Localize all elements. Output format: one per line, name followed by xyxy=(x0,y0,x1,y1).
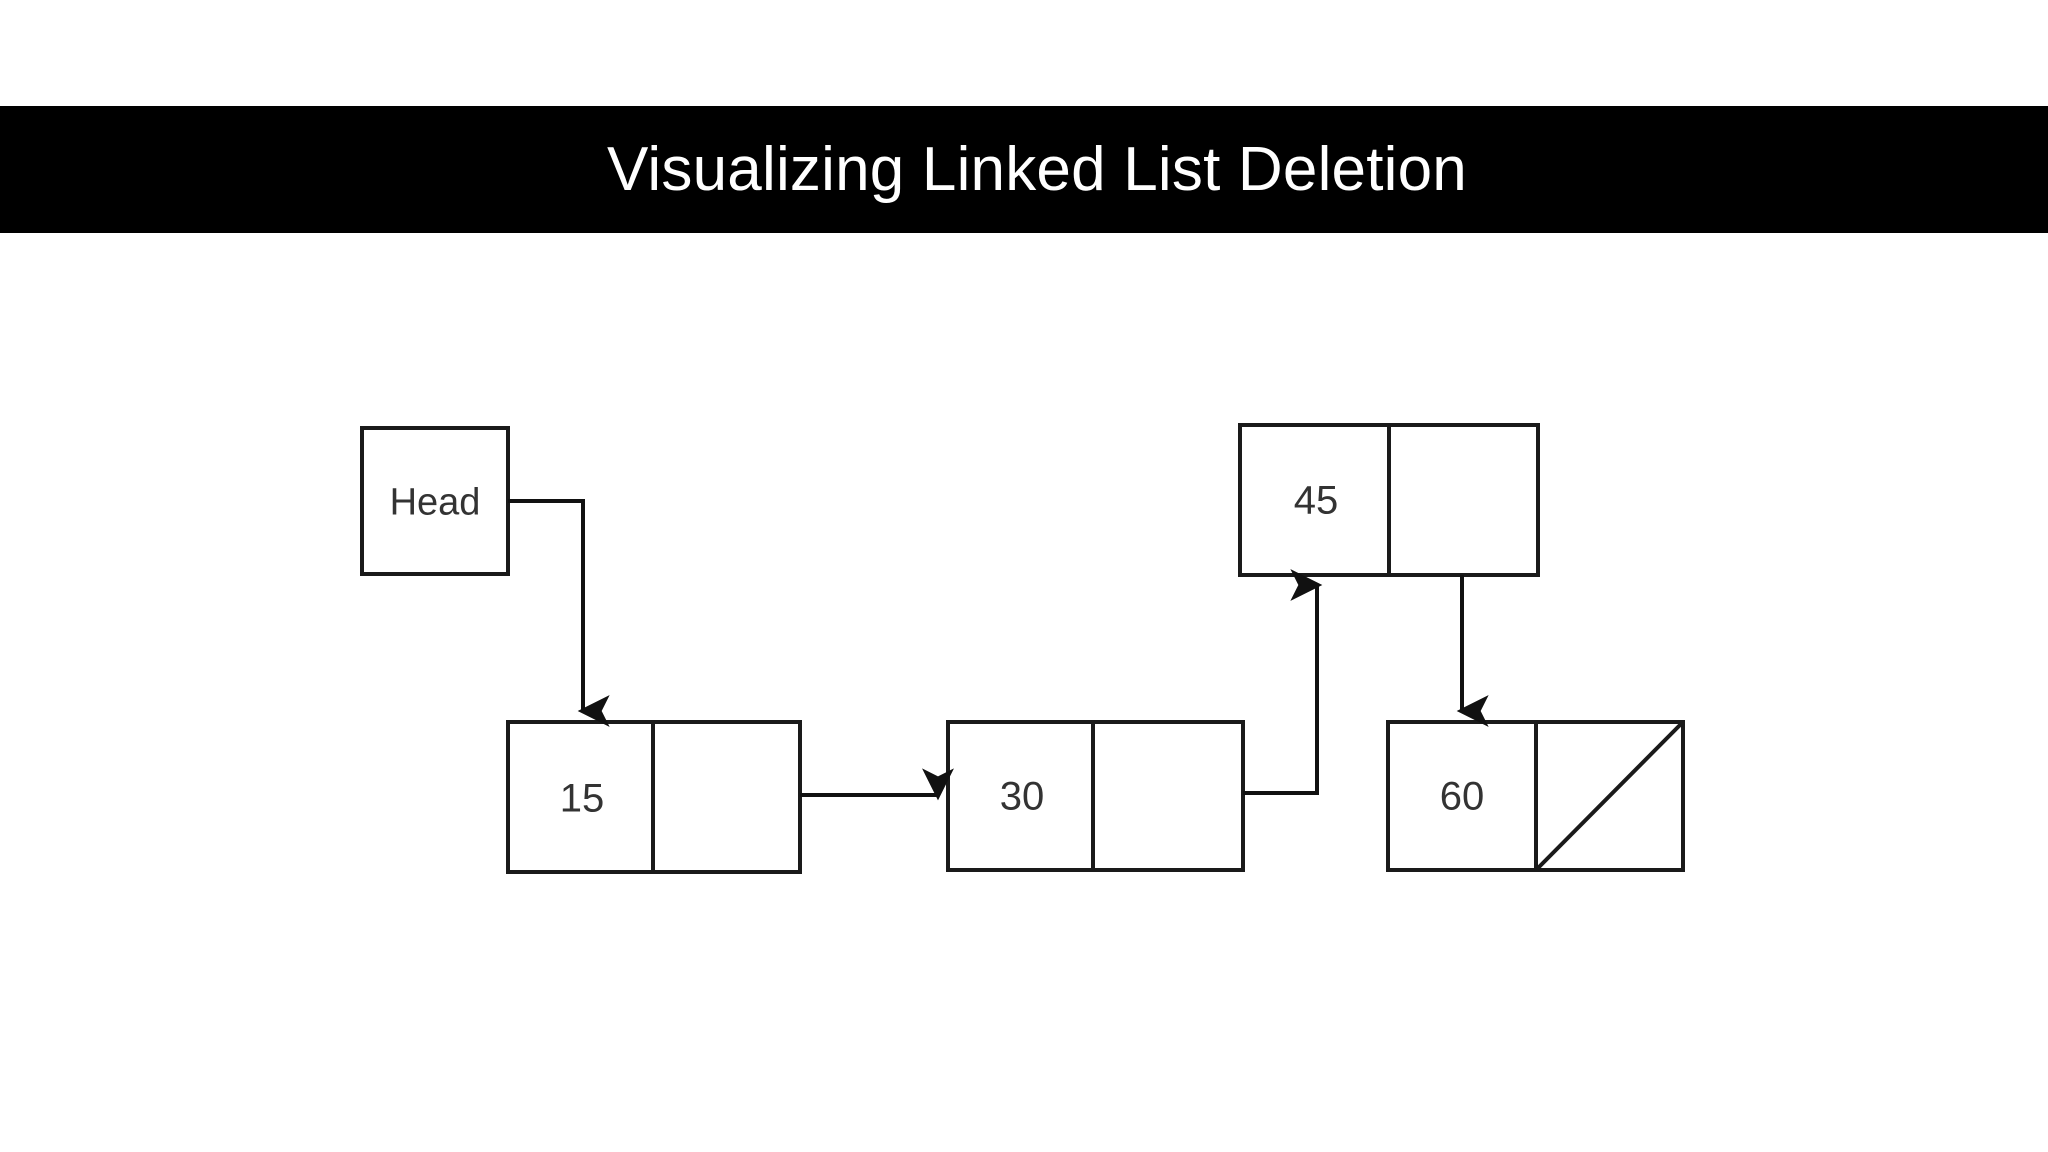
edge-head-to-node-15 xyxy=(508,499,610,727)
node-60-value: 60 xyxy=(1439,774,1485,819)
head-pointer-label: Head xyxy=(389,481,481,524)
node-45-next-cell xyxy=(1387,423,1540,577)
page-title: Visualizing Linked List Deletion xyxy=(607,134,1467,204)
node-30-data-cell xyxy=(946,720,1095,872)
node-30 xyxy=(946,720,1245,872)
linked-list-diagram: Head 15 30 45 60 xyxy=(0,233,2048,1152)
null-pointer-slash-icon xyxy=(1536,722,1683,870)
node-30-value: 30 xyxy=(999,774,1045,819)
node-15-data-cell xyxy=(506,720,655,874)
node-15-value: 15 xyxy=(559,776,605,821)
node-15 xyxy=(506,720,802,874)
diagram-graphics xyxy=(360,423,1685,874)
node-15-next-cell xyxy=(651,720,802,874)
node-30-next-cell xyxy=(1091,720,1245,872)
node-60-data-cell xyxy=(1386,720,1538,872)
node-45 xyxy=(1238,423,1540,577)
node-45-value: 45 xyxy=(1293,478,1339,523)
title-bar: Visualizing Linked List Deletion xyxy=(0,106,2048,233)
head-pointer-box xyxy=(360,426,510,576)
edge-node-30-to-node-45 xyxy=(1243,569,1323,795)
node-60 xyxy=(1386,720,1685,872)
